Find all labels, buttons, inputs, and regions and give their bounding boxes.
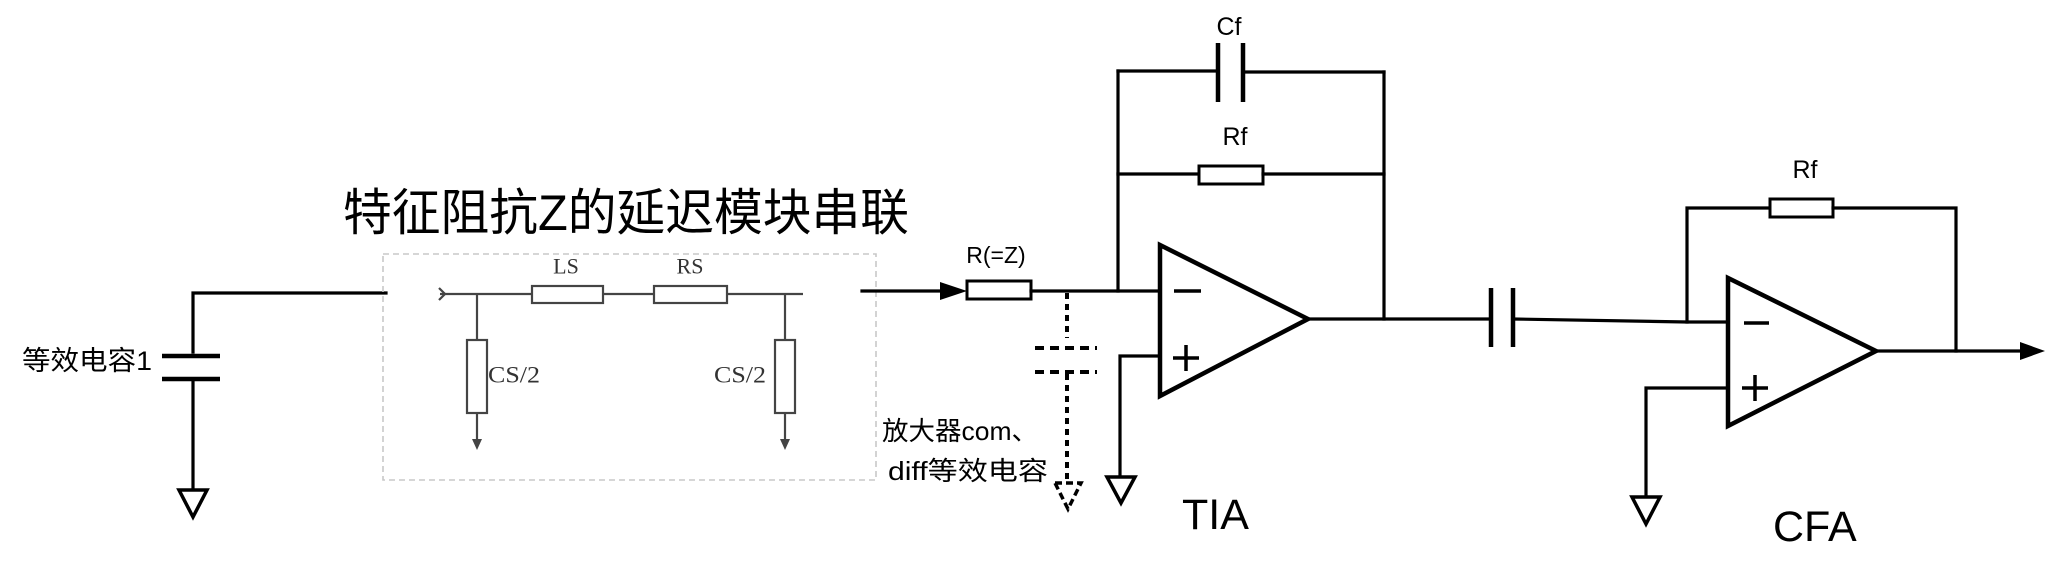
r-z-label: R(=Z) xyxy=(966,242,1025,268)
tia-stage: Cf Rf TIA xyxy=(1104,13,1493,539)
cf-label: Cf xyxy=(1217,13,1242,41)
resistor-r-z xyxy=(965,279,1033,301)
signal-arrow-icon xyxy=(940,282,967,300)
delay-module-border xyxy=(382,253,877,481)
amp-capacitance-label-line2: diff等效电容 xyxy=(888,456,1048,486)
cfa-opamp xyxy=(1725,274,1882,430)
diagram-title: 特征阻抗Z的延迟模块串联 xyxy=(343,185,909,241)
input-capacitor-label: 等效电容1 xyxy=(22,346,152,376)
left-shunt-capacitor-cs2 xyxy=(465,338,489,415)
tia-opamp xyxy=(1157,241,1313,400)
inductor-ls xyxy=(530,284,605,305)
rs-label: RS xyxy=(677,254,704,279)
right-cs2-label: CS/2 xyxy=(714,363,766,388)
cfa-feedback-resistor-rf xyxy=(1768,197,1835,219)
cfa-stage: Rf CFA xyxy=(1629,156,2045,551)
cfa-feedback-wire-left xyxy=(1685,206,1772,324)
cfa-label: CFA xyxy=(1773,503,1857,551)
tia-rf-label: Rf xyxy=(1223,123,1248,151)
right-shunt-ground-arrow-icon xyxy=(780,439,790,450)
delay-module: LS RS CS/2 CS/2 xyxy=(382,253,877,481)
tia-noninverting-ground-wire xyxy=(1118,354,1162,479)
tia-feedback-resistor-rf xyxy=(1197,164,1265,186)
termination-section: R(=Z) 放大器com、 diff等效电容 xyxy=(860,242,1162,513)
resistor-rs xyxy=(652,284,729,305)
cfa-rf-label: Rf xyxy=(1793,156,1818,184)
tia-label: TIA xyxy=(1182,491,1249,539)
input-wire xyxy=(191,291,388,354)
left-cs2-label: CS/2 xyxy=(488,363,540,388)
cfa-ground-icon xyxy=(1629,495,1663,528)
cfa-inverting-input-wire xyxy=(1511,317,1730,324)
output-arrow-icon xyxy=(2020,342,2045,360)
cfa-feedback-wire-right xyxy=(1831,206,1958,353)
ground-icon xyxy=(176,488,210,521)
tia-ground-icon xyxy=(1104,475,1138,507)
amp-capacitance-label-line1: 放大器com、 xyxy=(882,416,1038,446)
ls-label: LS xyxy=(553,254,579,279)
left-shunt-ground-arrow-icon xyxy=(472,439,482,450)
input-capacitor-section: 等效电容1 xyxy=(22,291,388,521)
coupling-capacitor xyxy=(1488,288,1730,347)
right-shunt-capacitor-cs2 xyxy=(773,338,797,415)
cfa-noninverting-ground-wire xyxy=(1644,386,1730,499)
dashed-ground-icon xyxy=(1052,481,1084,513)
